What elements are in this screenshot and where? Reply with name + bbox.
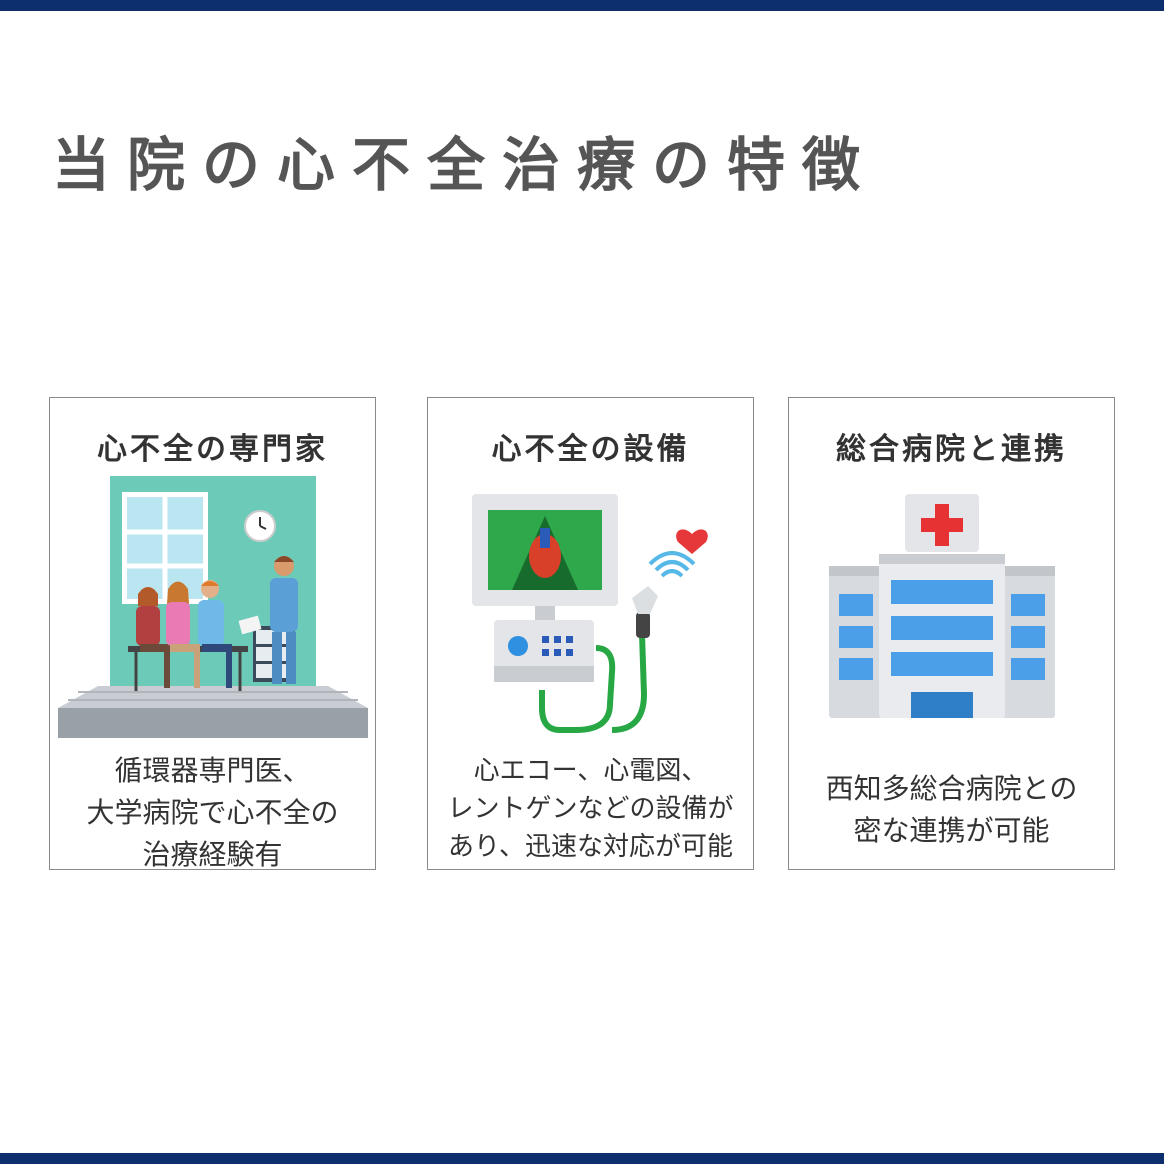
card-title: 総合病院と連携 [836,432,1067,467]
feature-card-equipment: 心不全の設備 心エコー、心電図、 レントゲンなどの設備が あり、迅速 [427,397,754,870]
card-description: 西知多総合病院との 密な連携が可能 [825,772,1078,847]
bottom-accent-bar [0,1153,1164,1164]
feature-card-specialist: 心不全の専門家 [49,397,376,871]
hospital-building-icon [829,494,1055,718]
card-description: 循環器専門医、 大学病院で心不全の 治療経験有 [86,754,339,871]
card-title: 心不全の設備 [491,432,690,467]
waiting-room-illustration [58,476,368,738]
page-title: 当院の心不全治療の特徴 [52,131,878,199]
card-title: 心不全の専門家 [97,432,328,467]
card-description: 心エコー、心電図、 レントゲンなどの設備が あり、迅速な対応が可能 [447,756,734,862]
feature-card-hospital: 総合病院と連携 西知多総合病院との 密な連携が可能 [788,397,1115,870]
top-accent-bar [0,0,1164,11]
ultrasound-machine-illustration [472,494,708,733]
